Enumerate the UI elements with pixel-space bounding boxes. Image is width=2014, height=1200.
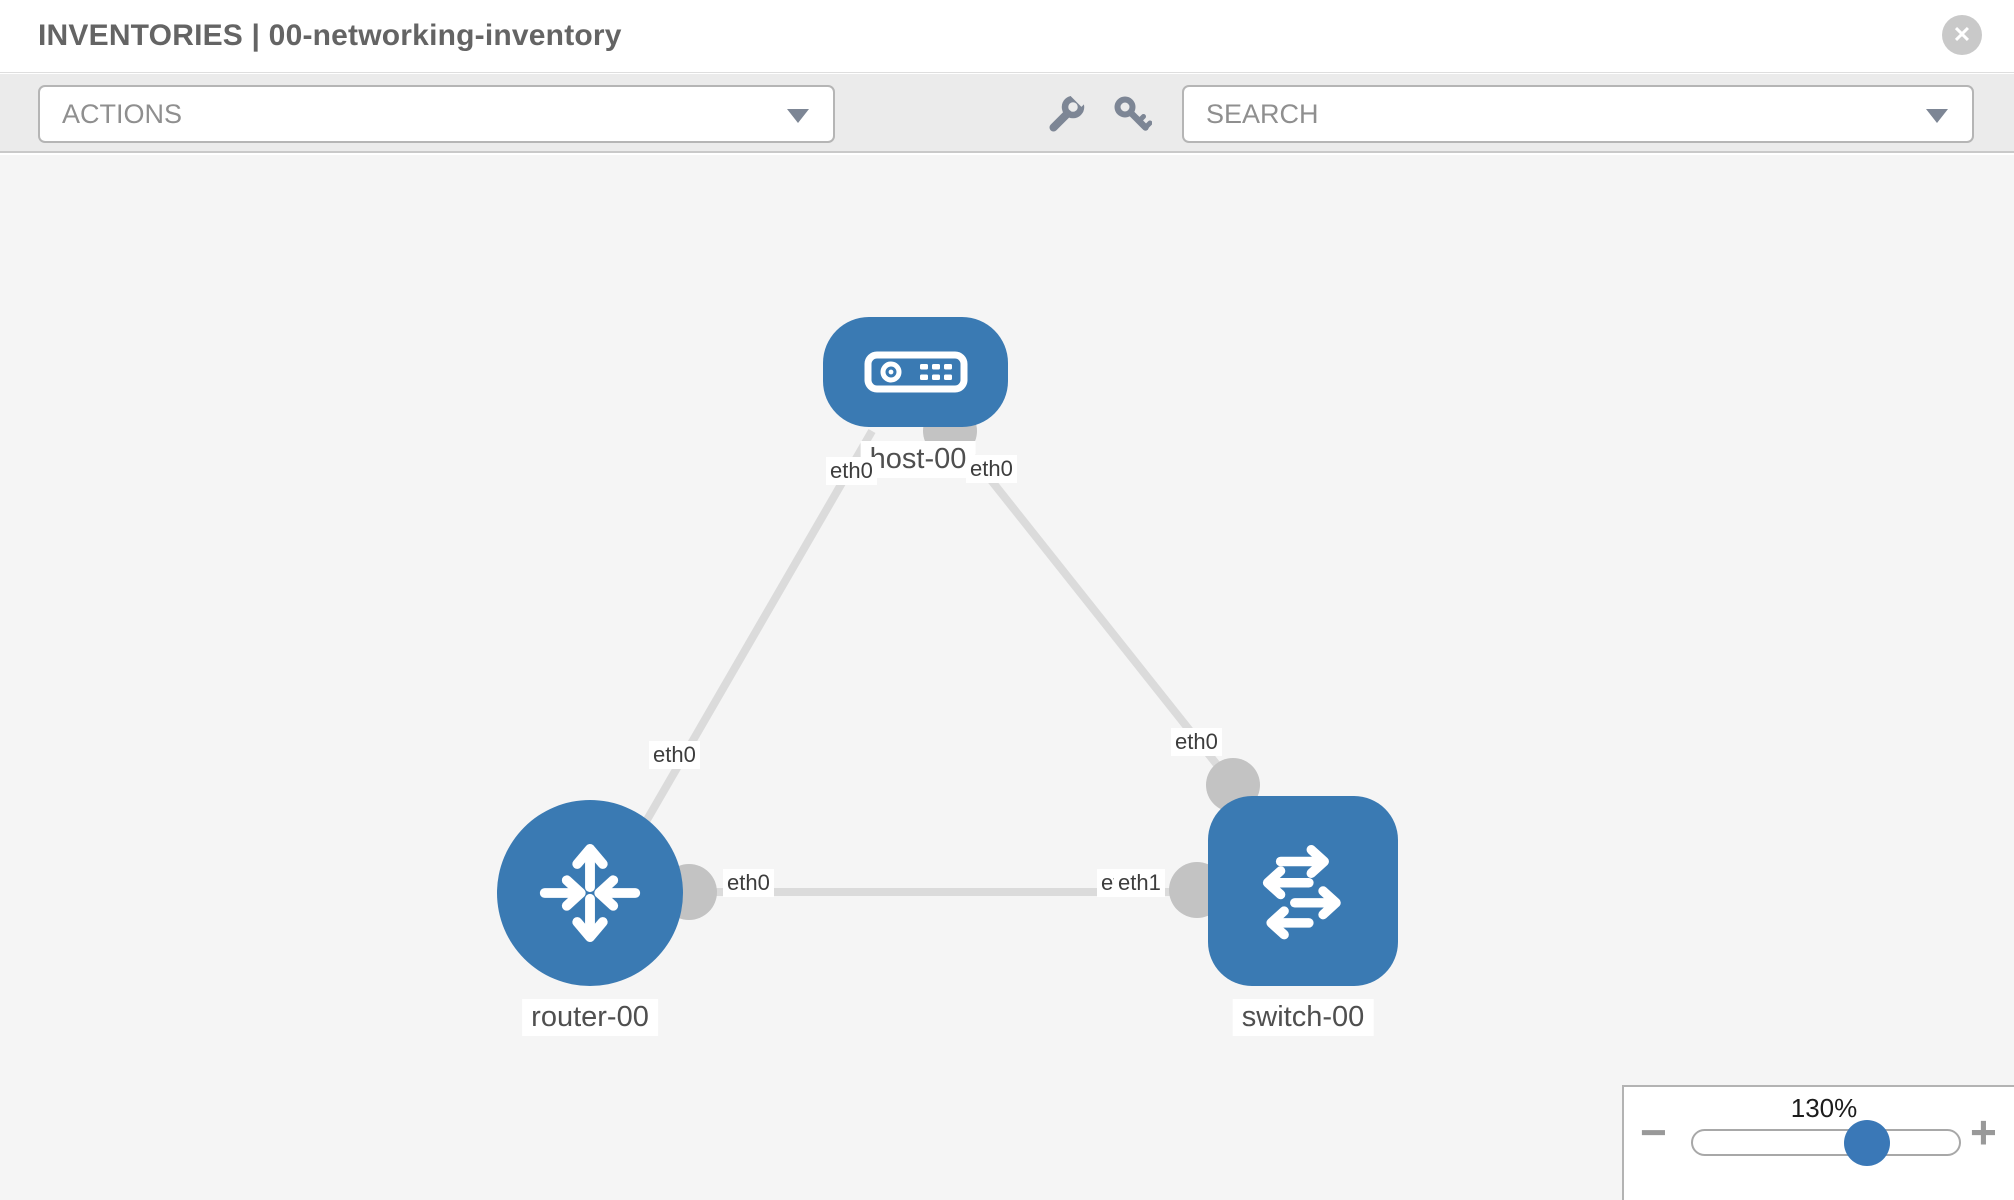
wrench-icon[interactable] xyxy=(1046,94,1086,134)
topology-canvas[interactable]: host-00 router-00 switch-00 eth0 eth0 et… xyxy=(0,155,2014,1200)
host-icon xyxy=(864,351,967,393)
zoom-out-button[interactable]: − xyxy=(1640,1106,1667,1158)
search-dropdown[interactable]: SEARCH xyxy=(1182,85,1974,143)
header-bar: INVENTORIES | 00-networking-inventory ✕ xyxy=(0,0,2014,73)
if-label-host-left: eth0 xyxy=(826,457,877,485)
zoom-slider-track[interactable] xyxy=(1691,1120,1961,1166)
page-title: INVENTORIES | 00-networking-inventory xyxy=(38,19,622,52)
search-input: SEARCH xyxy=(1206,99,1319,129)
node-label-switch: switch-00 xyxy=(1232,999,1374,1036)
actions-dropdown[interactable]: ACTIONS xyxy=(38,85,835,143)
if-label-switch-port-group: eth0 eth1 xyxy=(1097,869,1187,897)
node-host-00[interactable] xyxy=(823,317,1008,427)
zoom-level-value: 130% xyxy=(1790,1093,1858,1123)
close-button[interactable]: ✕ xyxy=(1942,15,1982,55)
if-label-host-router: eth0 xyxy=(649,741,700,769)
chevron-down-icon xyxy=(1926,109,1948,123)
node-switch-00[interactable] xyxy=(1208,796,1398,986)
close-icon: ✕ xyxy=(1952,22,1972,47)
if-label-router-port: eth0 xyxy=(723,869,774,897)
chevron-down-icon xyxy=(787,109,809,123)
router-icon xyxy=(539,843,641,943)
actions-dropdown-value: ACTIONS xyxy=(62,99,183,129)
if-label-host-switch: eth0 xyxy=(1171,728,1222,756)
node-label-router: router-00 xyxy=(522,999,658,1036)
if-label-switch-eth1: eth1 xyxy=(1114,869,1165,897)
toolbar: ACTIONS SEARCH xyxy=(0,74,2014,153)
if-label-host-right: eth0 xyxy=(966,455,1017,483)
links-layer xyxy=(596,404,1260,920)
zoom-control-panel: 130% − + xyxy=(1622,1085,2014,1200)
node-label-host: host-00 xyxy=(860,441,976,478)
key-icon[interactable] xyxy=(1112,94,1152,134)
switch-icon xyxy=(1262,844,1341,940)
zoom-in-button[interactable]: + xyxy=(1970,1106,1997,1158)
zoom-slider-thumb[interactable] xyxy=(1844,1120,1890,1166)
node-router-00[interactable] xyxy=(497,800,683,986)
